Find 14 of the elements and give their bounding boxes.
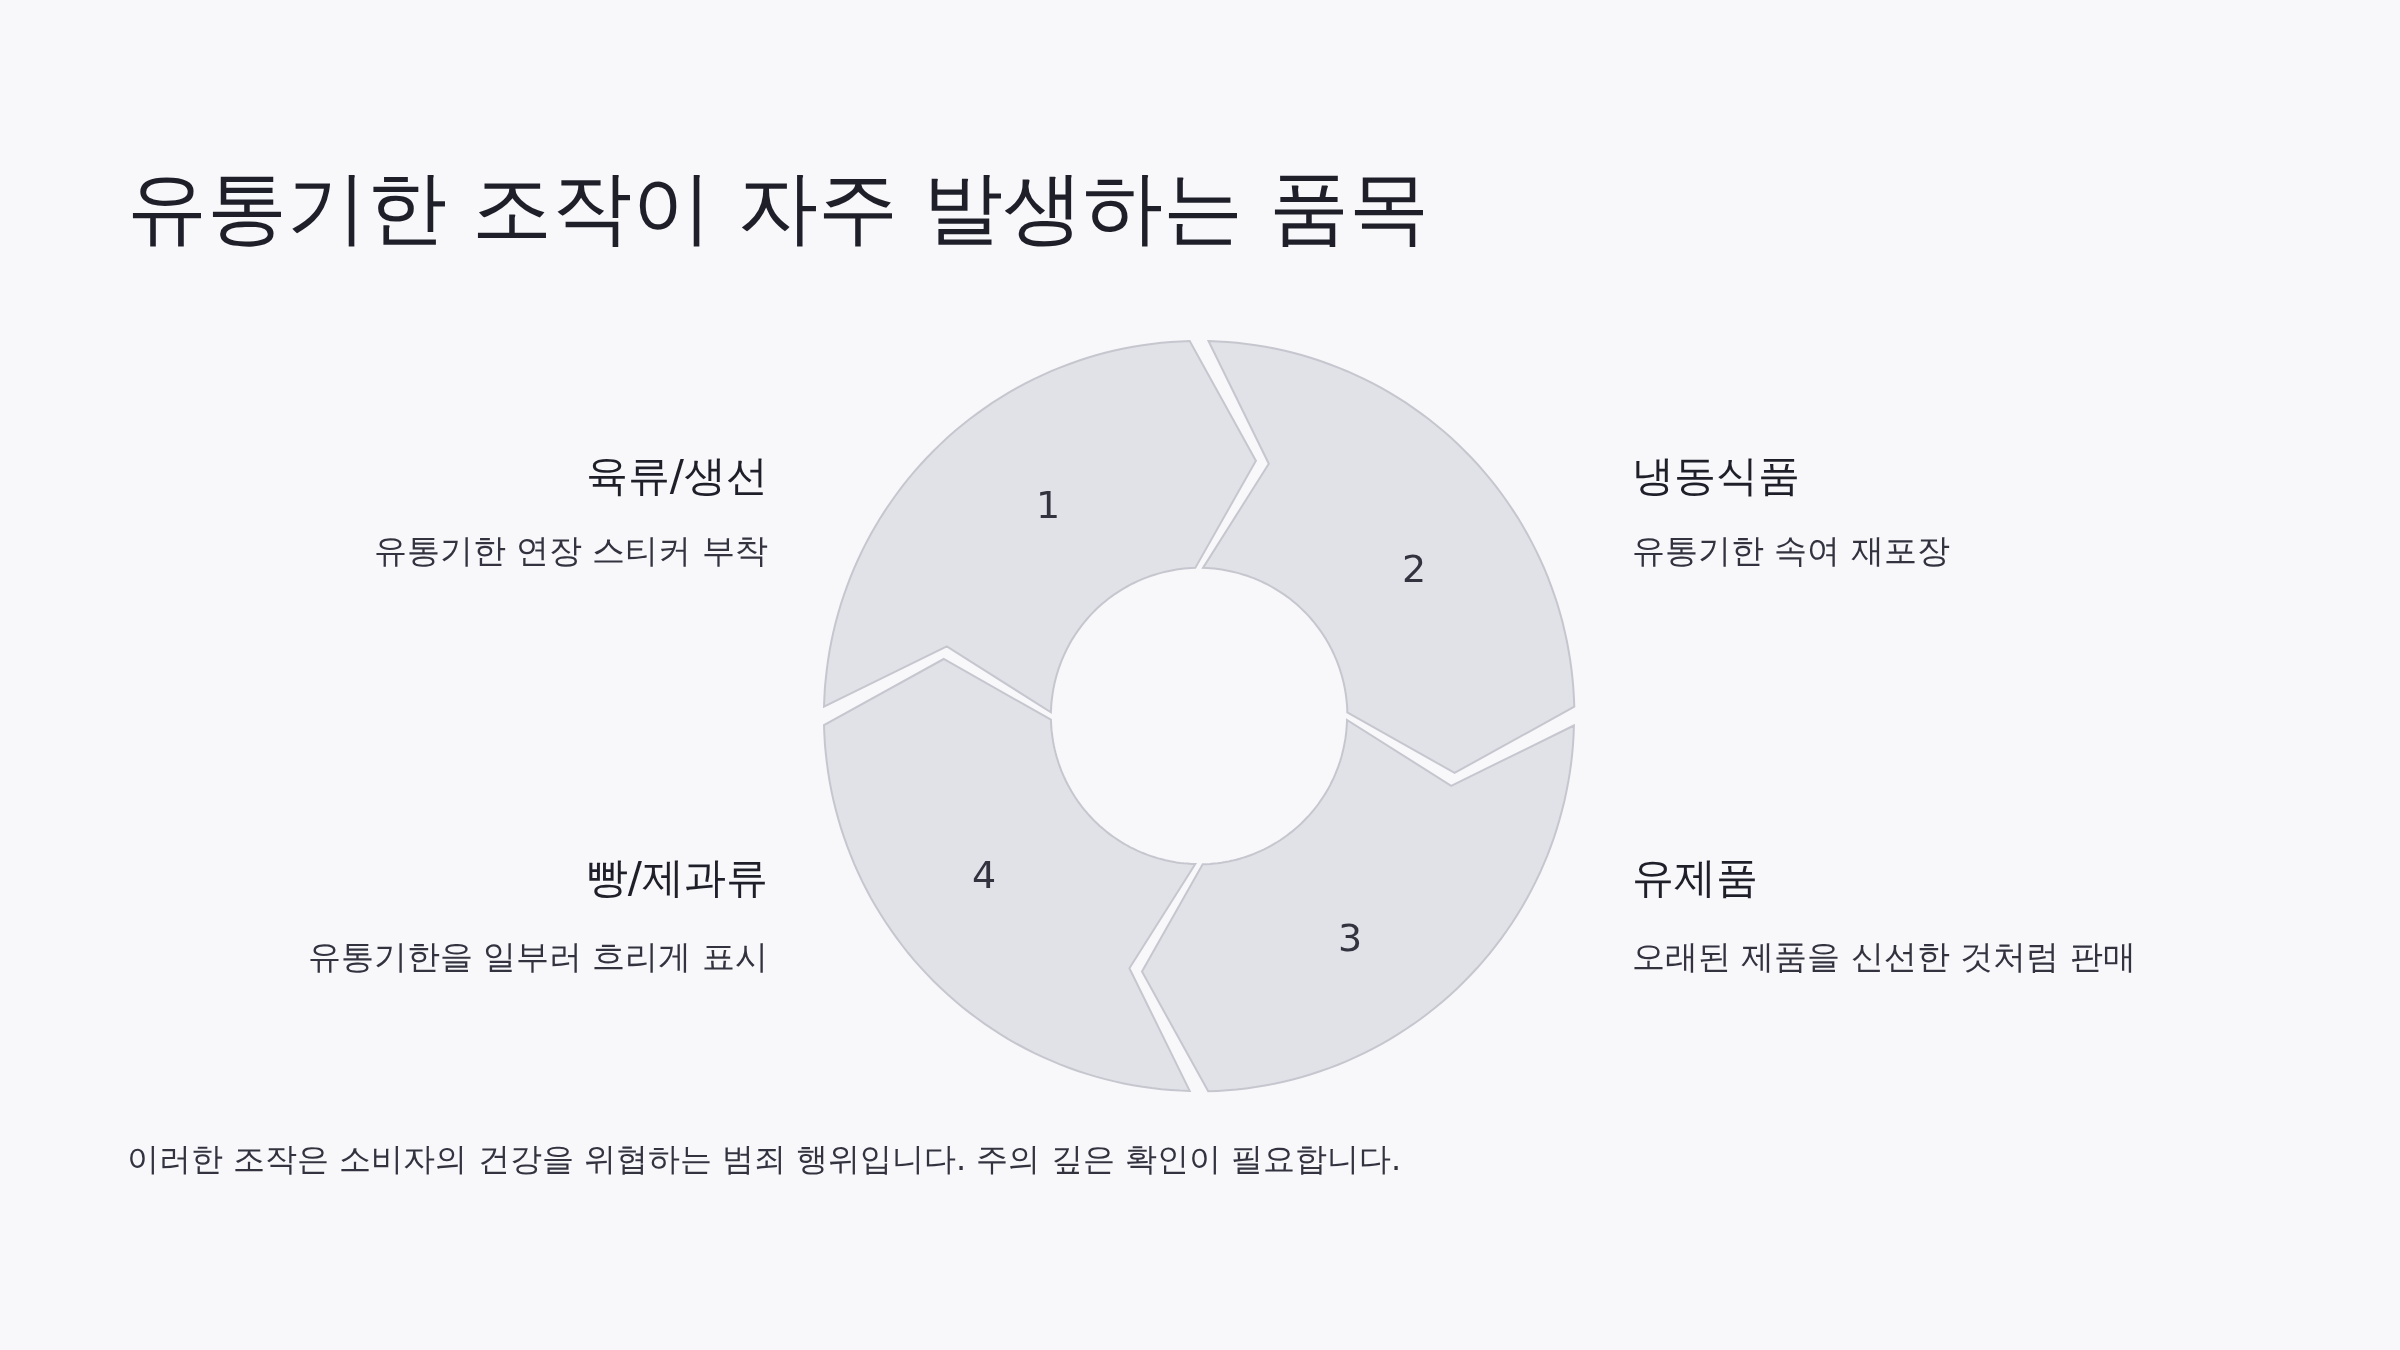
segment-number: 3: [1337, 916, 1363, 960]
item-heading: 빵/제과류: [585, 852, 768, 904]
item-description: 유통기한을 일부러 흐리게 표시: [307, 935, 768, 978]
item-description: 유통기한 속여 재포장: [1632, 529, 1950, 572]
caption: 이러한 조작은 소비자의 건강을 위협하는 범죄 행위입니다. 주의 깊은 확인이 필요합니다.: [127, 1139, 1402, 1180]
item-description: 오래된 제품을 신선한 것처럼 판매: [1632, 935, 2136, 978]
item-heading: 유제품: [1632, 852, 1758, 904]
item-description: 유통기한 연장 스티커 부착: [373, 529, 768, 572]
title: 유통기한 조작이 자주 발생하는 품목: [127, 160, 1429, 256]
item-heading: 냉동식품: [1632, 450, 1800, 502]
segment-number: 4: [971, 853, 997, 897]
segment-number: 1: [1035, 483, 1061, 527]
item-heading: 육류/생선: [585, 450, 768, 502]
segment-number: 2: [1401, 547, 1427, 591]
